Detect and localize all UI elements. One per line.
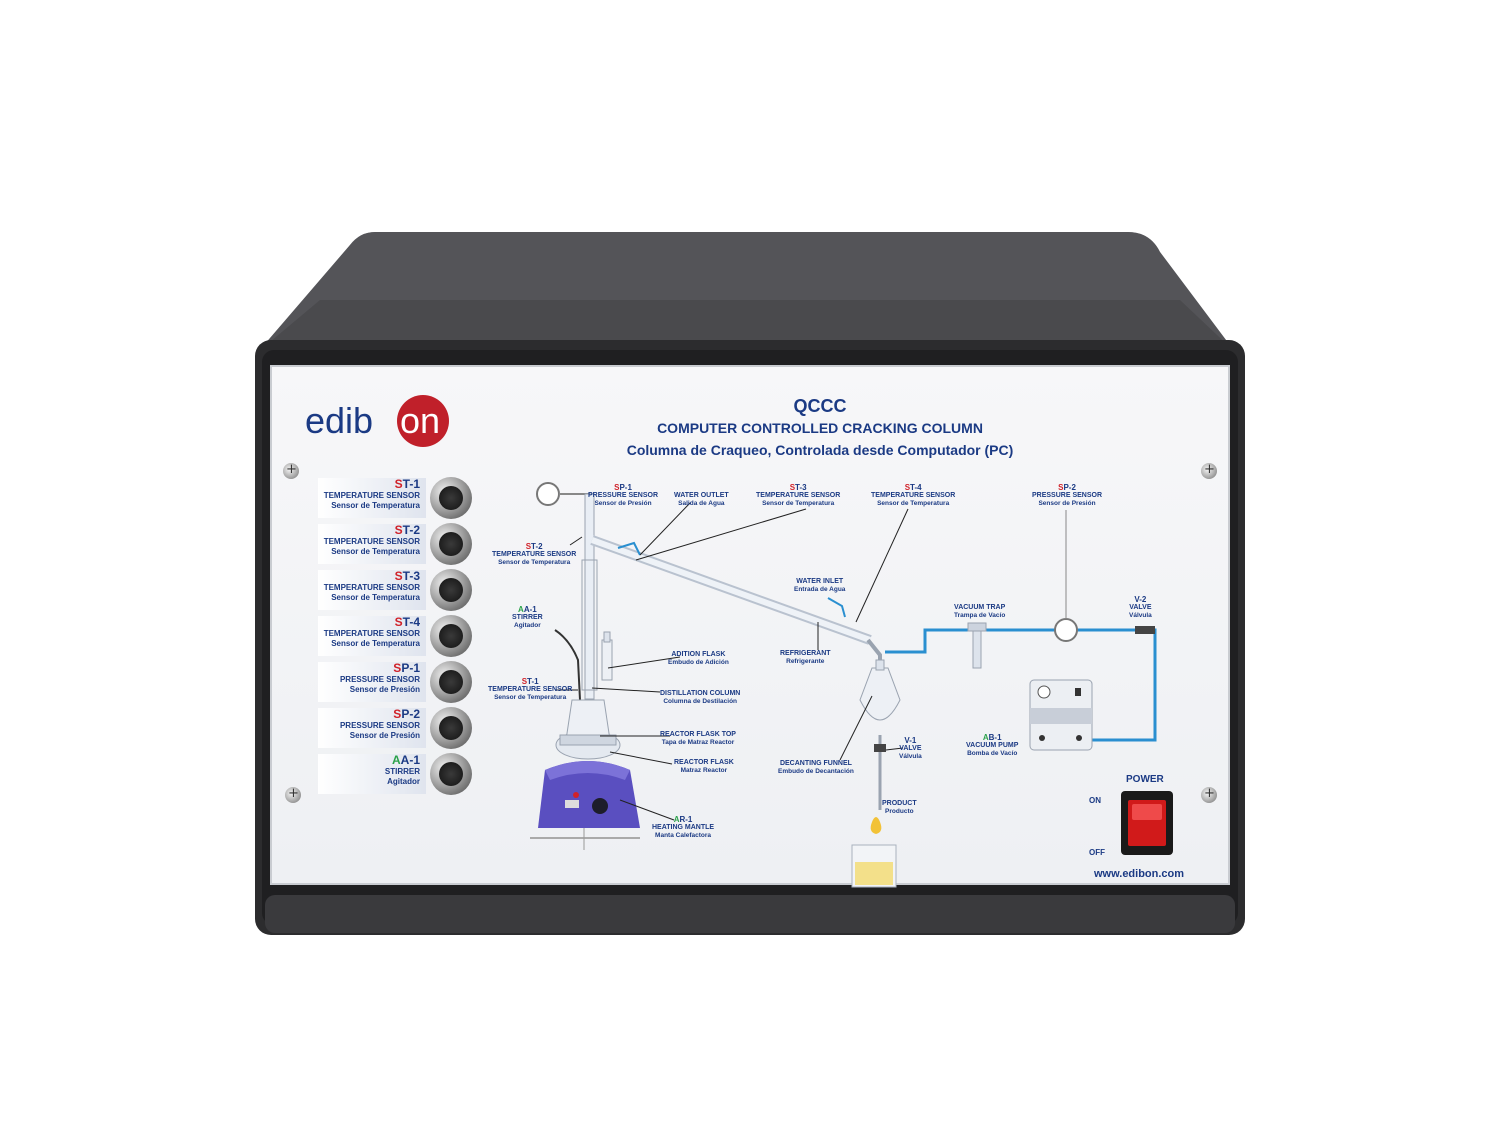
logo-text-left: edib (305, 400, 374, 441)
sensor-name-en: TEMPERATURE SENSOR (323, 537, 420, 546)
sensor-tag: ST-3 (394, 569, 420, 583)
pressure-gauge-icon (1054, 618, 1078, 642)
sensor-name-es: Agitador (387, 777, 420, 786)
edibon-logo: edib on (305, 392, 465, 457)
addition-flask-shape (601, 639, 613, 681)
power-off-label: OFF (1089, 848, 1105, 857)
sensor-tag: ST-1 (394, 477, 420, 491)
sensor-tag: ST-4 (394, 615, 420, 629)
power-on-label: ON (1089, 796, 1101, 805)
title-english: COMPUTER CONTROLLED CRACKING COLUMN (657, 420, 983, 436)
sensor-name-es: Sensor de Temperatura (331, 547, 420, 556)
website-url: www.edibon.com (1094, 868, 1185, 880)
decanting-funnel-shape (859, 667, 901, 721)
sensor-name-es: Sensor de Temperatura (331, 639, 420, 648)
sensor-name-es: Sensor de Temperatura (331, 501, 420, 510)
sensor-connector-socket[interactable] (430, 615, 472, 657)
sensor-name-en: STIRRER (384, 767, 420, 776)
sensor-connector-socket[interactable] (430, 523, 472, 565)
sensor-name-en: PRESSURE SENSOR (339, 675, 420, 684)
product-code: QCCC (793, 396, 847, 416)
sensor-connector-socket[interactable] (430, 753, 472, 795)
sensor-name-en: TEMPERATURE SENSOR (323, 629, 420, 638)
screw-icon (1201, 462, 1217, 479)
vacuum-line (885, 628, 1157, 742)
sensor-name-es: Sensor de Presión (349, 685, 420, 694)
pressure-gauge-icon (536, 482, 560, 506)
sensor-tag: SP-2 (393, 707, 420, 721)
power-switch[interactable] (1121, 791, 1173, 855)
sensor-name-en: TEMPERATURE SENSOR (323, 583, 420, 592)
sensor-tag: AA-1 (391, 753, 420, 767)
sensor-connector-socket[interactable] (430, 707, 472, 749)
distillation-column-shape (584, 493, 595, 700)
valve-icon (1135, 626, 1155, 634)
power-label: POWER (1126, 774, 1164, 785)
sensor-name-es: Sensor de Temperatura (331, 593, 420, 602)
heating-mantle-shape (538, 761, 640, 828)
screw-icon (283, 462, 299, 479)
sensor-name-en: TEMPERATURE SENSOR (323, 491, 420, 500)
sensor-tag: SP-1 (393, 661, 420, 675)
sensor-connector-socket[interactable] (430, 569, 472, 611)
sensor-name-en: PRESSURE SENSOR (339, 721, 420, 730)
sensor-tag: ST-2 (394, 523, 420, 537)
valve-icon (874, 744, 886, 752)
title-spanish: Columna de Craqueo, Controlada desde Com… (626, 442, 1014, 458)
sensor-name-es: Sensor de Presión (349, 731, 420, 740)
sensor-connector-socket[interactable] (430, 661, 472, 703)
logo-circle-icon (397, 395, 449, 447)
screw-icon (1201, 786, 1217, 803)
screw-icon (285, 786, 301, 803)
logo-text-right: on (400, 400, 441, 441)
sensor-connector-socket[interactable] (430, 477, 472, 519)
